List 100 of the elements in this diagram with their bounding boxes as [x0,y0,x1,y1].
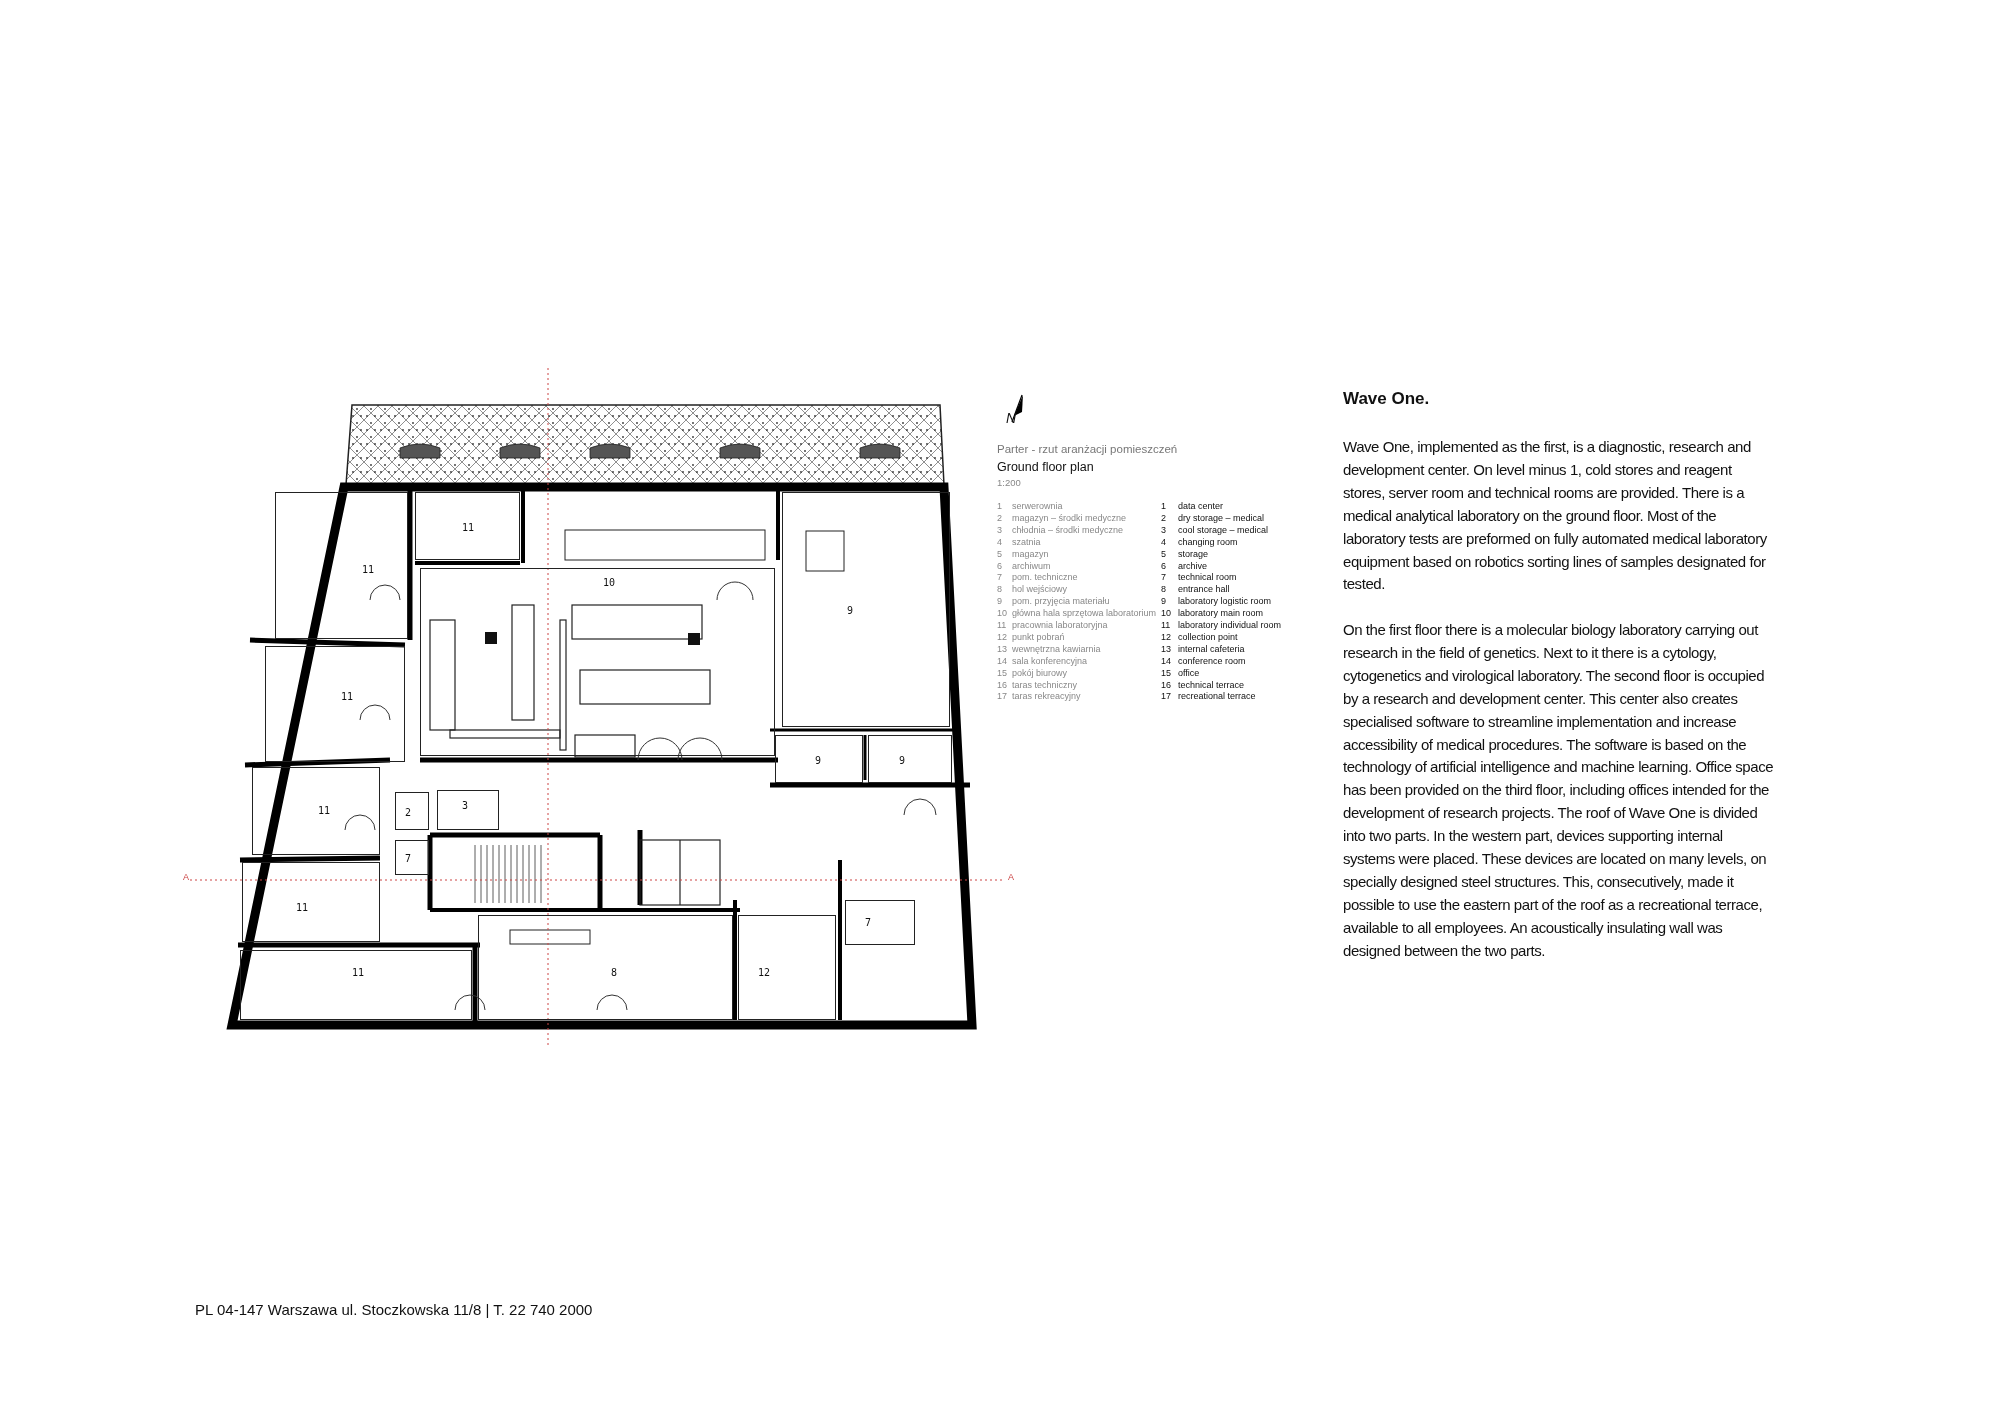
legend-number: 3 [1161,524,1166,536]
legend-number: 12 [997,631,1007,643]
room-name: storage [1178,548,1209,560]
room-number: 11 [318,805,331,816]
legend-number: 4 [997,536,1002,548]
room-outline [395,840,429,875]
room-name: taras rekreacyjny [1012,691,1081,703]
room-number: 11 [352,967,365,978]
paragraph: Wave One, implemented as the first, is a diagnostic, research and development center. On level minus 1, cold stores and reagent stores, server room and technical rooms are provided. There is a medical analytical laboratory on the ground floor. Most of the laboratory tests are preformed on fully automated medical laboratory equipment based on robotics sorting lines of samples designated for tested. [1343,437,1768,595]
room-number: 3 [462,800,469,811]
room-name: laboratory main room [1178,608,1264,620]
room-name: office [1178,667,1200,679]
legend-number: 5 [1161,548,1166,560]
room-outline [252,767,380,855]
room-number: 9 [815,755,822,766]
heading: Wave One. [1343,389,1430,409]
room-name: archive [1178,560,1207,572]
room-name: hol wejściowy [1012,584,1068,596]
legend-number: 14 [1161,655,1171,667]
scale-label: 1:200 [997,477,1021,488]
section-label: A [1008,872,1014,882]
room-name: internal cafeteria [1178,643,1245,655]
room-number: 10 [603,577,616,588]
room-name: główna hala sprzętowa laboratorium [1012,608,1157,620]
room-name: sala konferencyjna [1012,655,1088,667]
room-name: serwerownia [1012,501,1063,512]
legend-number: 8 [1161,584,1166,596]
legend-number: 17 [997,691,1007,703]
legend-number: 4 [1161,536,1166,548]
legend-number: 16 [997,679,1007,691]
legend-number: 3 [997,524,1002,536]
legend-number: 8 [997,584,1002,596]
room-outline [240,950,472,1020]
room-name: technical terrace [1178,679,1245,691]
room-name: wewnętrzna kawiarnia [1012,643,1101,655]
room-name: dry storage – medical [1178,512,1265,524]
room-outline [265,646,405,762]
room-number: 11 [362,564,375,575]
room-name: laboratory logistic room [1178,596,1272,608]
legend-number: 10 [997,608,1007,620]
room-name: changing room [1178,536,1238,548]
legend-number: 10 [1161,608,1171,620]
room-name: collection point [1178,631,1238,643]
legend-number: 17 [1161,691,1171,703]
legend-number: 15 [1161,667,1171,679]
legend-number: 11 [997,620,1007,631]
room-name: szatnia [1012,536,1041,548]
room-outline [420,568,775,756]
legend-number: 11 [1161,620,1171,631]
room-outline [275,492,408,639]
room-outline [738,915,836,1020]
legend-number: 7 [997,572,1002,584]
room-number: 7 [405,853,412,864]
room-name: pracownia laboratoryjna [1012,620,1108,631]
plan-subtitle: Parter - rzut aranżacji pomieszczeń [997,443,1178,455]
room-number: 2 [405,807,412,818]
room-number: 11 [462,522,475,533]
legend-number: 6 [1161,560,1166,572]
room-name: pom. przyjęcia materiału [1012,596,1110,608]
paragraph: On the first floor there is a molecular biology laboratory carrying out research in the field of genetics. Next to it there is a cytology, cytogenetics and virological laboratory. The second floor is occupied by a research and development center. This center also creates specialised software to streamline implementation and increase accessibility of medical procedures. The software is based on the technology of artificial intelligence and machine learning. Office space has been provided on the third floor, including offices intended for the development of research projects. The roof of Wave One is divided into two parts. In the western part, devices supporting internal systems were placed. These devices are located on many levels, on specially designed steel structures. This, consecutively, made it possible to use the eastern part of the roof as a recreational terrace, available to all employees. An acoustically insulating wall was designed between the two parts. [1343,620,1775,961]
legend-number: 2 [997,512,1002,524]
room-outline [782,492,950,727]
section-label: A [183,872,189,882]
room-number: 9 [847,605,854,616]
room-name: pom. techniczne [1012,572,1078,584]
room-number: 11 [296,902,309,913]
room-name: conference room [1178,655,1246,667]
footer-address: PL 04-147 Warszawa ul. Stoczkowska 11/8 | T. 22 740 2000 [195,1301,593,1318]
legend-number: 13 [997,643,1007,655]
room-outline [775,735,863,783]
room-outline [415,492,520,560]
room-outline [478,915,733,1020]
room-name: cool storage – medical [1178,524,1269,536]
legend-number: 7 [1161,572,1166,584]
room-number: 8 [611,967,618,978]
legend-number: 1 [1161,501,1166,512]
legend-number: 12 [1161,631,1171,643]
room-name: laboratory individual room [1178,620,1282,631]
legend-number: 16 [1161,679,1171,691]
room-number: 9 [899,755,906,766]
legend-number: 2 [1161,512,1166,524]
room-name: magazyn [1012,548,1049,560]
legend-number: 13 [1161,643,1171,655]
legend-number: 1 [997,501,1002,512]
room-outline [395,792,429,830]
room-outline [437,790,499,830]
room-name: data center [1178,501,1224,512]
legend-number: 15 [997,667,1007,679]
room-number: 7 [865,917,872,928]
room-outline [868,735,952,783]
room-name: archiwum [1012,560,1051,572]
room-name: magazyn – środki medyczne [1012,512,1127,524]
legend-number: 9 [1161,596,1166,608]
legend-number: 9 [997,596,1002,608]
room-name: entrance hall [1178,584,1230,596]
room-name: technical room [1178,572,1237,584]
room-number: 12 [758,967,771,978]
room-name: punkt pobrań [1012,631,1065,643]
plan-title: Ground floor plan [997,460,1094,474]
room-name: taras techniczny [1012,679,1078,691]
